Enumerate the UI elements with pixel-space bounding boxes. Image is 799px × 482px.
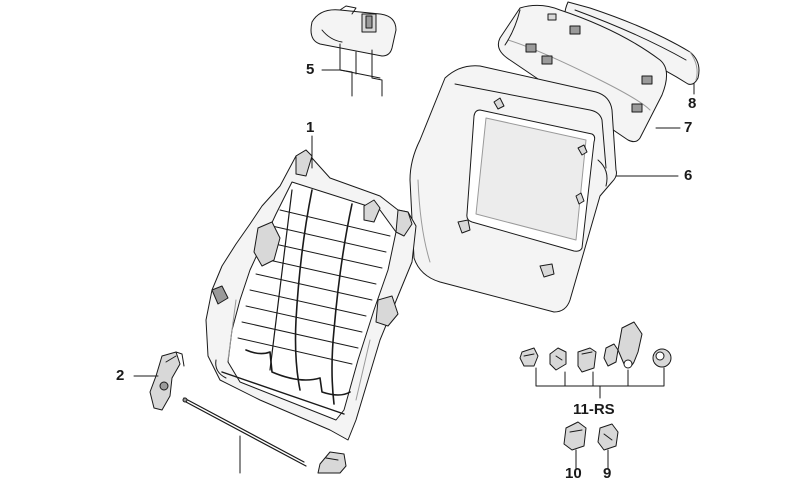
part-6-rear-shell (409, 65, 617, 313)
callout-1: 1 (306, 119, 315, 136)
recliner-shaft (182, 397, 307, 467)
callout-6: 6 (684, 167, 693, 184)
callout-11-rs: 11-RS (573, 401, 615, 418)
leader-lines (133, 69, 695, 474)
callout-7: 7 (684, 119, 693, 136)
callout-5: 5 (306, 61, 315, 78)
lower-mechanism (317, 451, 347, 474)
callout-10: 10 (565, 465, 582, 482)
part-1-backrest-frame (205, 149, 417, 441)
callout-8: 8 (688, 95, 697, 112)
part-7-upper-panel (497, 4, 667, 143)
part-2-recliner-lever (149, 351, 185, 411)
callout-2: 2 (116, 367, 125, 384)
part-5-headrest-guide (310, 5, 397, 97)
part-9-clip (597, 423, 619, 469)
callout-9: 9 (603, 465, 612, 482)
part-10-clip (563, 421, 587, 469)
part-11-clips (519, 321, 672, 399)
